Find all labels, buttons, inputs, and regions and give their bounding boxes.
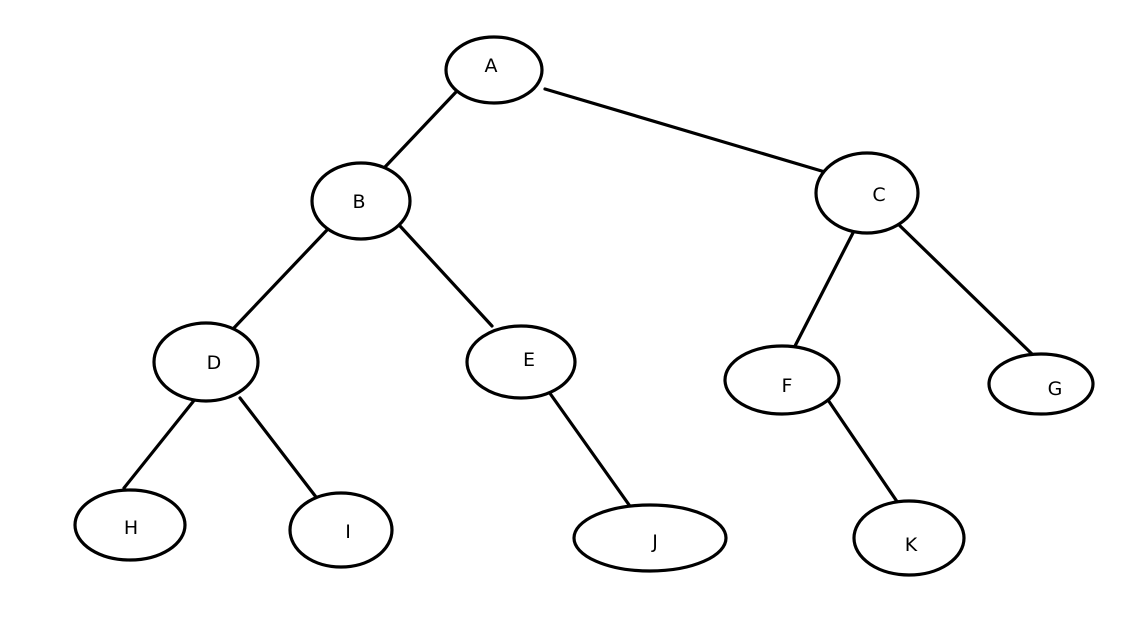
node-label: C [872,184,885,206]
tree-node-f: F [723,344,841,416]
node-label: H [124,517,138,539]
edge-a-b [383,90,458,169]
node-circle [444,35,544,105]
node-circle [723,344,841,416]
tree-node-a: A [444,35,544,105]
tree-node-d: D [152,321,260,403]
node-label: F [782,375,793,397]
node-label: E [523,349,535,371]
tree-node-e: E [465,324,577,400]
edge-f-k [824,395,900,505]
node-label: I [345,521,351,543]
tree-nodes: A B C D E F G H [73,35,1095,577]
edge-e-j [547,390,634,511]
node-circle [814,151,920,235]
node-circle [572,503,728,573]
tree-node-g: G [987,352,1095,416]
tree-node-j: J [572,503,728,573]
tree-node-k: K [852,499,966,577]
tree-node-i: I [288,491,394,569]
edge-b-d [230,228,329,332]
edge-a-c [543,87,827,174]
node-circle [465,324,577,400]
node-label: J [651,531,658,553]
node-label: K [905,534,918,556]
node-circle [987,352,1095,416]
node-circle [152,321,260,403]
edge-c-g [894,220,1035,357]
node-circle [310,161,412,241]
edge-d-i [238,396,318,499]
node-label: A [485,55,498,77]
node-label: D [207,352,222,374]
node-circle [288,491,394,569]
tree-node-b: B [310,161,412,241]
node-label: G [1048,378,1063,400]
node-circle [73,488,187,562]
tree-node-h: H [73,488,187,562]
node-circle [852,499,966,577]
node-label: B [352,191,365,213]
edge-c-f [793,225,858,348]
edge-b-e [398,224,494,328]
edge-d-h [122,396,198,490]
tree-node-c: C [814,151,920,235]
tree-edges [122,87,1035,511]
